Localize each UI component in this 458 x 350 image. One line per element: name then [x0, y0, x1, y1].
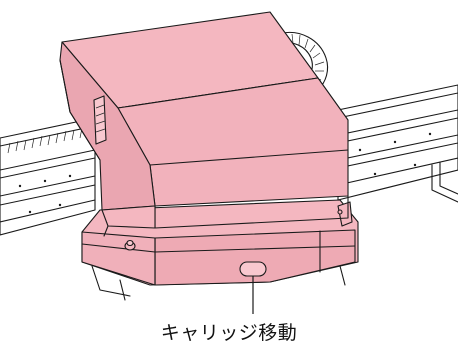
carriage-top-cover-icon [59, 11, 349, 237]
y-bar-rail-icon [0, 84, 458, 236]
knob-icon [124, 239, 136, 251]
callout-label: キャリッジ移動 [160, 322, 298, 344]
recess-handle-icon [239, 261, 267, 277]
